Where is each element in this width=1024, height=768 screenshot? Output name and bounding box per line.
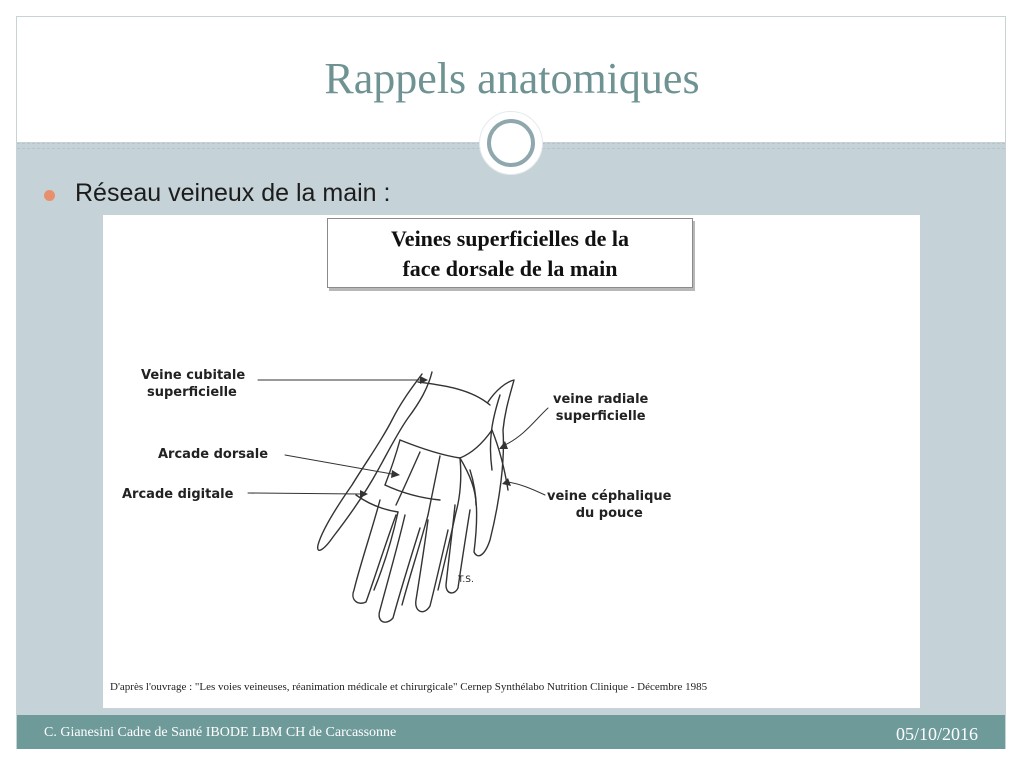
label-arcade-dorsale: Arcade dorsale <box>158 447 269 462</box>
decorative-ring-inner <box>487 119 535 167</box>
figure-title: Veines superficielles de la face dorsale… <box>327 218 693 288</box>
label-veine-radiale: veine radiale superficielle <box>553 391 648 425</box>
label-veine-cephalique: veine céphalique du pouce <box>547 488 672 522</box>
label-veine-cubitale-line1: Veine cubitale <box>141 368 246 383</box>
slide-footer <box>17 715 1005 749</box>
label-arcade-digitale: Arcade digitale <box>122 487 234 502</box>
label-veine-cephalique-line2: du pouce <box>575 506 643 521</box>
anatomy-figure <box>103 215 920 708</box>
footer-date: 05/10/2016 <box>895 724 978 744</box>
label-veine-radiale-line2: superficielle <box>555 409 646 424</box>
bullet-text: Réseau veineux de la main : <box>75 179 391 207</box>
bullet-dot <box>44 190 55 201</box>
figure-credit: D'après l'ouvrage : "Les voies veineuses… <box>110 681 708 693</box>
label-veine-cubitale-line2: superficielle <box>147 385 237 400</box>
label-veine-radiale-line1: veine radiale <box>553 392 649 407</box>
figure-title-line2: face dorsale de la main <box>402 256 618 281</box>
figure-title-line1: Veines superficielles de la <box>390 226 630 251</box>
illustrator-initials: T.S. <box>458 575 474 585</box>
label-veine-cubitale: Veine cubitale superficielle <box>141 367 245 401</box>
slide-title: Rappels anatomiques <box>324 54 700 103</box>
footer-author: C. Gianesini Cadre de Santé IBODE LBM CH… <box>44 725 397 740</box>
label-veine-cephalique-line1: veine céphalique <box>547 489 672 504</box>
